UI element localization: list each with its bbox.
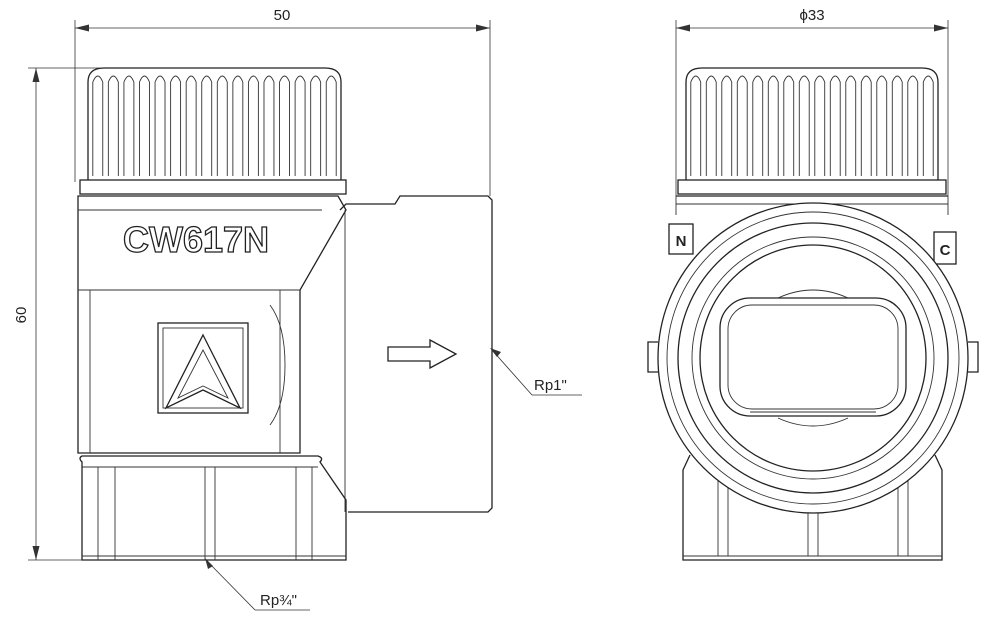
flow-direction-arrow-icon	[387, 338, 458, 370]
knurl-rib	[325, 75, 337, 176]
inlet-thread-callout: Rp¾"	[205, 558, 310, 611]
width-dimension: 50	[74, 7, 491, 196]
width-label: 50	[274, 7, 291, 24]
knurl-rib	[814, 75, 826, 176]
knurl-rib	[201, 75, 213, 176]
knurl-rib	[752, 75, 764, 176]
inlet-hex-nut	[79, 455, 347, 561]
knurl-rib	[736, 75, 748, 176]
knurl-rib	[891, 75, 903, 176]
diameter-dimension: ϕ33	[675, 7, 949, 196]
height-label: 60	[13, 307, 30, 324]
knurl-rib	[107, 75, 119, 176]
knurl-rib	[690, 75, 702, 176]
side-mark-right: C	[940, 242, 951, 259]
knurl-rib	[247, 75, 259, 176]
outlet-port-front	[647, 202, 979, 514]
knurl-rib	[185, 75, 197, 176]
front-hex-nut	[682, 454, 943, 561]
knurl-rib	[232, 75, 244, 176]
knurl-rib	[92, 75, 104, 176]
knurl-rib	[767, 75, 779, 176]
inlet-thread-label: Rp¾"	[260, 592, 297, 609]
front-knurled-cap	[677, 67, 947, 195]
knurl-rib	[783, 75, 795, 176]
knurled-cap	[79, 67, 347, 195]
front-view: N C	[647, 7, 979, 561]
knurl-rib	[705, 75, 717, 176]
outlet-thread-label: Rp1"	[534, 377, 567, 394]
knurl-rib	[829, 75, 841, 176]
arrow-logo-icon	[157, 322, 249, 414]
knurl-rib	[310, 75, 322, 176]
knurl-rib	[170, 75, 182, 176]
diameter-label: ϕ33	[799, 7, 824, 24]
knurl-rib	[263, 75, 275, 176]
outlet-port	[269, 195, 493, 513]
knurl-rib	[798, 75, 810, 176]
knurl-rib	[154, 75, 166, 176]
knurl-rib	[907, 75, 919, 176]
cw617n-marking: CW617N	[123, 219, 269, 260]
knurl-rib	[721, 75, 733, 176]
outlet-thread-callout: Rp1"	[490, 348, 582, 396]
knurl-rib	[294, 75, 306, 176]
knurl-rib	[216, 75, 228, 176]
knurl-rib	[123, 75, 135, 176]
side-view: CW617N	[13, 7, 582, 611]
knurl-rib	[860, 75, 872, 176]
side-mark-left: N	[676, 233, 687, 250]
knurl-rib	[922, 75, 934, 176]
knurl-rib	[876, 75, 888, 176]
knurl-rib	[845, 75, 857, 176]
valve-body: CW617N	[77, 195, 347, 454]
knurl-rib	[279, 75, 290, 176]
knurl-rib	[139, 75, 150, 176]
height-dimension: 60	[13, 67, 100, 561]
